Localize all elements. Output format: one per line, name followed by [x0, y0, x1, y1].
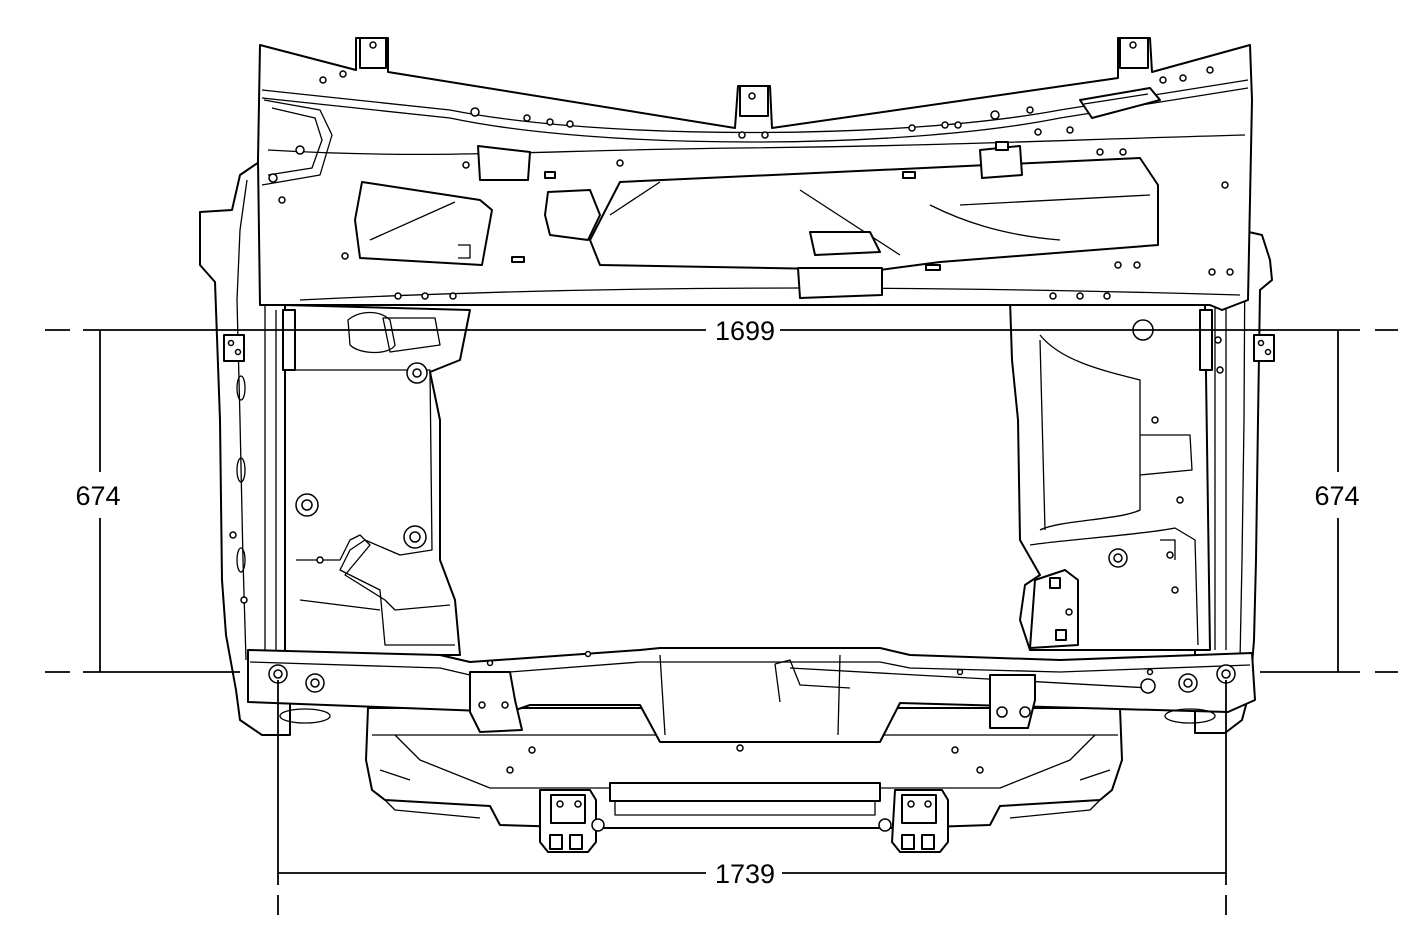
lower-bracket-left — [539, 789, 605, 853]
upper-tie-bar — [257, 37, 1253, 311]
tie-bar-holes — [278, 66, 1234, 300]
dimension-right: 674 — [1314, 330, 1360, 672]
dimension-left-label: 674 — [75, 481, 120, 511]
dimension-bottom-label: 1739 — [715, 859, 775, 889]
dimension-top: 1699 — [45, 316, 1398, 346]
dimension-bottom: 1739 — [277, 680, 1227, 915]
dimension-top-label: 1699 — [715, 316, 775, 346]
dimension-left: 674 — [75, 330, 121, 672]
dimension-right-label: 674 — [1314, 481, 1359, 511]
lower-bracket-right — [878, 789, 949, 853]
left-inner-panel — [282, 304, 471, 656]
lower-tie-bar — [247, 647, 1256, 743]
right-inner-panel — [1009, 299, 1213, 651]
